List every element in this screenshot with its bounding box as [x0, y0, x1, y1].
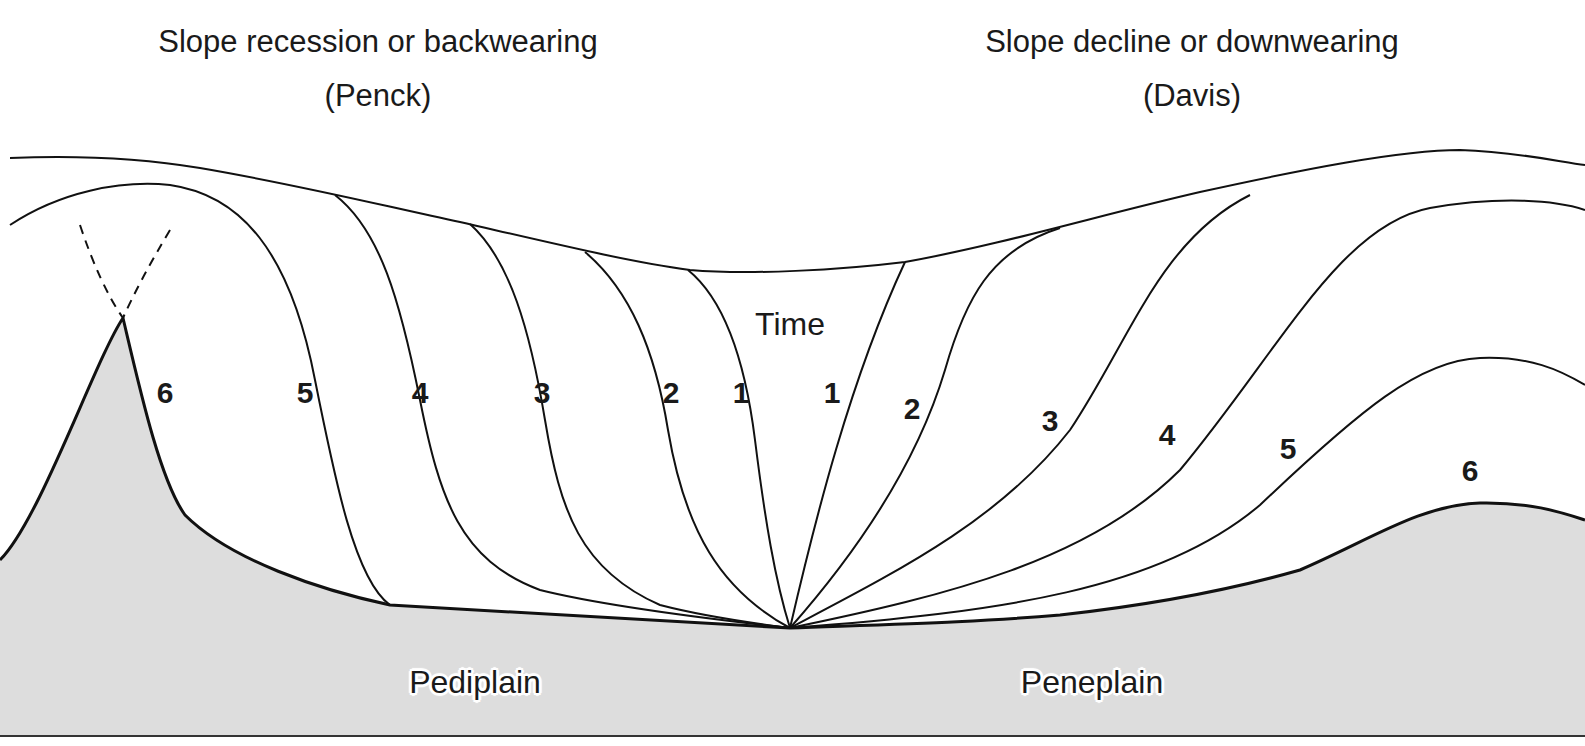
final-surface: [0, 318, 1585, 628]
slope-3-right: [790, 195, 1250, 628]
slope-6-dashed: [80, 225, 123, 318]
initial-surface: [10, 150, 1585, 272]
callout-number: 2: [663, 376, 680, 409]
callout-number: 4: [412, 376, 429, 409]
heading: (Davis): [1143, 79, 1241, 113]
callout-number: 5: [297, 376, 314, 409]
heading: Slope recession or backwearing: [158, 25, 597, 59]
base-line: [0, 735, 1585, 737]
slope-5-right: [790, 358, 1585, 628]
slope-5-left: [10, 184, 390, 605]
surface-name: Pediplain: [409, 665, 541, 700]
callout-number: 4: [1159, 418, 1176, 451]
heading: (Penck): [325, 79, 432, 113]
slope-6-dashed: [123, 230, 170, 318]
surface-name: Peneplain: [1021, 665, 1163, 700]
callout-number: 1: [733, 376, 750, 409]
callout-number: 2: [904, 392, 921, 425]
ground-fill: [0, 318, 1585, 736]
slope-4-right: [790, 201, 1585, 628]
callout-number: 3: [534, 376, 551, 409]
callout-number: 3: [1042, 404, 1059, 437]
slope-3-left: [470, 224, 790, 628]
slope-4-left: [335, 195, 790, 628]
callout-number: 6: [1462, 454, 1479, 487]
callout-number: 5: [1280, 432, 1297, 465]
time-label: Time: [755, 307, 825, 342]
callout-number: 6: [157, 376, 174, 409]
callout-number: 1: [824, 376, 841, 409]
heading: Slope decline or downwearing: [985, 25, 1399, 59]
